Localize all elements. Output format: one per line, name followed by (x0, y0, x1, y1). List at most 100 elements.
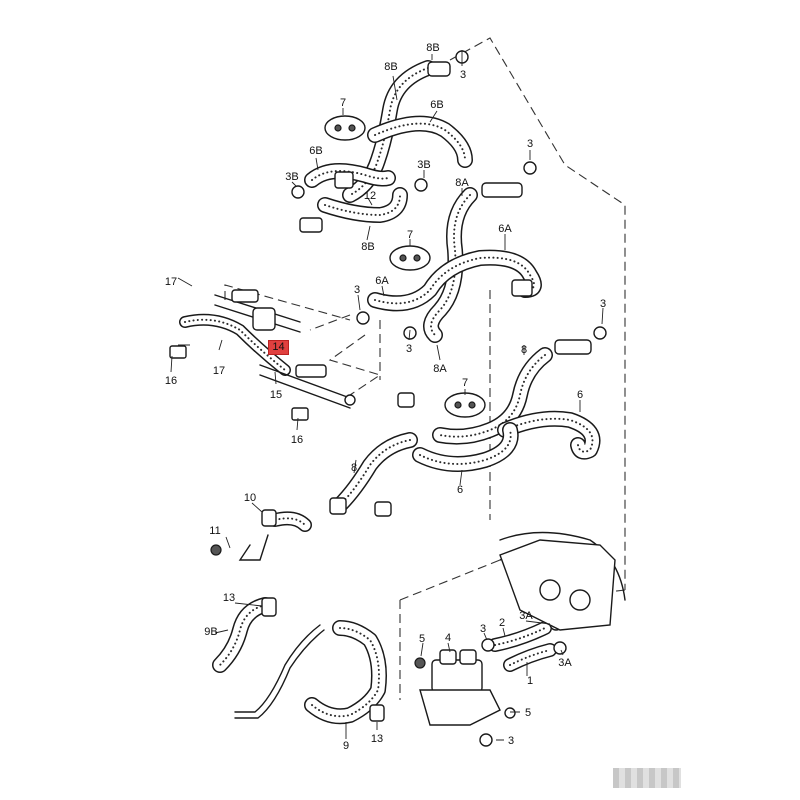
reference-outline (224, 37, 626, 700)
callout-label: 13 (223, 592, 235, 604)
callout-label: 3 (600, 298, 606, 310)
callout-label: 3 (460, 69, 466, 81)
callout-label: 16 (291, 434, 303, 446)
callout-label: 3B (417, 159, 430, 171)
callout-labels: 8B 3 8B 7 6B 6B 3 3B 3B 12 8A 8B 7 6A 17… (165, 42, 606, 752)
callout-label: 6B (430, 99, 443, 111)
callout-label: 3 (527, 138, 533, 150)
connector-8a (481, 182, 523, 198)
fitting-17-upper (231, 289, 259, 303)
callout-label: 4 (445, 632, 451, 644)
hose-1 (503, 643, 557, 672)
callout-label: 6B (309, 145, 322, 157)
grommet-7-mid (389, 245, 431, 271)
callout-label: 7 (462, 377, 468, 389)
callout-label: 8A (433, 363, 447, 375)
callout-label: 17 (213, 365, 225, 377)
callout-label: 8B (426, 42, 439, 54)
hose-6-lower (412, 422, 519, 472)
bolt-5-left (414, 657, 426, 669)
hose-9 (304, 620, 387, 725)
callout-label: 8B (361, 241, 374, 253)
hose-8b-lower (317, 187, 408, 223)
hose-15 (179, 313, 291, 376)
clip-3-bottom (479, 733, 493, 747)
callout-label: 3 (508, 735, 514, 747)
fitting-15 (295, 364, 327, 378)
callout-label: 8 (521, 344, 527, 356)
clip-3b-left (291, 185, 305, 199)
callout-label: 8B (384, 61, 397, 73)
blurred-watermark (613, 768, 681, 788)
hose-8-lower (332, 432, 418, 513)
clip-16 (344, 394, 356, 406)
callout-label: 9 (343, 740, 349, 752)
hose-9b (212, 597, 273, 673)
callout-label: 7 (407, 229, 413, 241)
clip-3-valve (481, 638, 495, 652)
end-16-left (169, 345, 187, 359)
callout-label: 12 (364, 190, 376, 202)
grommet-7-lower (444, 392, 486, 418)
callout-label: 5 (419, 633, 425, 645)
bracket-10 (261, 509, 277, 527)
callout-label: 2 (499, 617, 505, 629)
bolt-11 (210, 544, 222, 556)
clip-3b-right (414, 178, 428, 192)
pipe-end-6a (511, 279, 533, 297)
callout-label: 10 (244, 492, 256, 504)
parts-group (169, 50, 616, 747)
callout-label: 3B (285, 171, 298, 183)
connector-6b (334, 171, 354, 189)
connector-8 (554, 339, 592, 355)
callout-label: 3A (519, 610, 533, 622)
callout-label: 1 (527, 675, 533, 687)
clip-3a-lower (553, 641, 567, 655)
highlighted-part-label: 14 (272, 341, 285, 353)
grommet-7-top (324, 115, 366, 141)
heater-core-housing (499, 539, 616, 631)
hose-8-right (432, 347, 553, 445)
end-16-right (291, 407, 309, 421)
callout-label: 3A (558, 657, 572, 669)
callout-label: 8A (455, 177, 469, 189)
t-piece-14 (252, 307, 276, 331)
connector-8-lower (397, 392, 415, 408)
hose-10 (268, 511, 312, 532)
hose-group (179, 60, 601, 725)
pipe-end-6 (374, 501, 392, 517)
hose-8a-upper (423, 187, 478, 343)
callout-label: 6A (375, 275, 389, 287)
callout-label: 5 (525, 707, 531, 719)
callout-label: 15 (270, 389, 282, 401)
callout-label: 8 (351, 462, 357, 474)
clip-3-upper-right (523, 161, 537, 175)
callout-label: 11 (209, 525, 220, 537)
callout-label: 6 (457, 484, 463, 496)
callout-label: 7 (340, 97, 346, 109)
callout-label: 17 (165, 276, 177, 288)
valve-4 (419, 649, 501, 726)
callout-label: 13 (371, 733, 383, 745)
highlight-marker (268, 340, 289, 355)
clip-3-mid-left (356, 311, 370, 325)
leader-lines (170, 50, 604, 741)
hose-6b-left (304, 163, 396, 188)
callout-label: 9B (204, 626, 217, 638)
connector-13-upper (261, 597, 277, 617)
callout-label: 6 (577, 389, 583, 401)
callout-label: 6A (498, 223, 512, 235)
hose-2 (488, 621, 552, 652)
hose-6-right (497, 410, 601, 460)
clip-3-right (593, 326, 607, 340)
pipe-end-8b (299, 217, 323, 233)
nut-5-right (504, 707, 516, 719)
pipe-end-8 (329, 497, 347, 515)
connector-13-lower (369, 704, 385, 722)
callout-label: 3 (406, 343, 412, 355)
connector-8b (427, 61, 451, 77)
hose-6b (367, 115, 473, 168)
callout-label: 16 (165, 375, 177, 387)
callout-label: 3 (354, 284, 360, 296)
